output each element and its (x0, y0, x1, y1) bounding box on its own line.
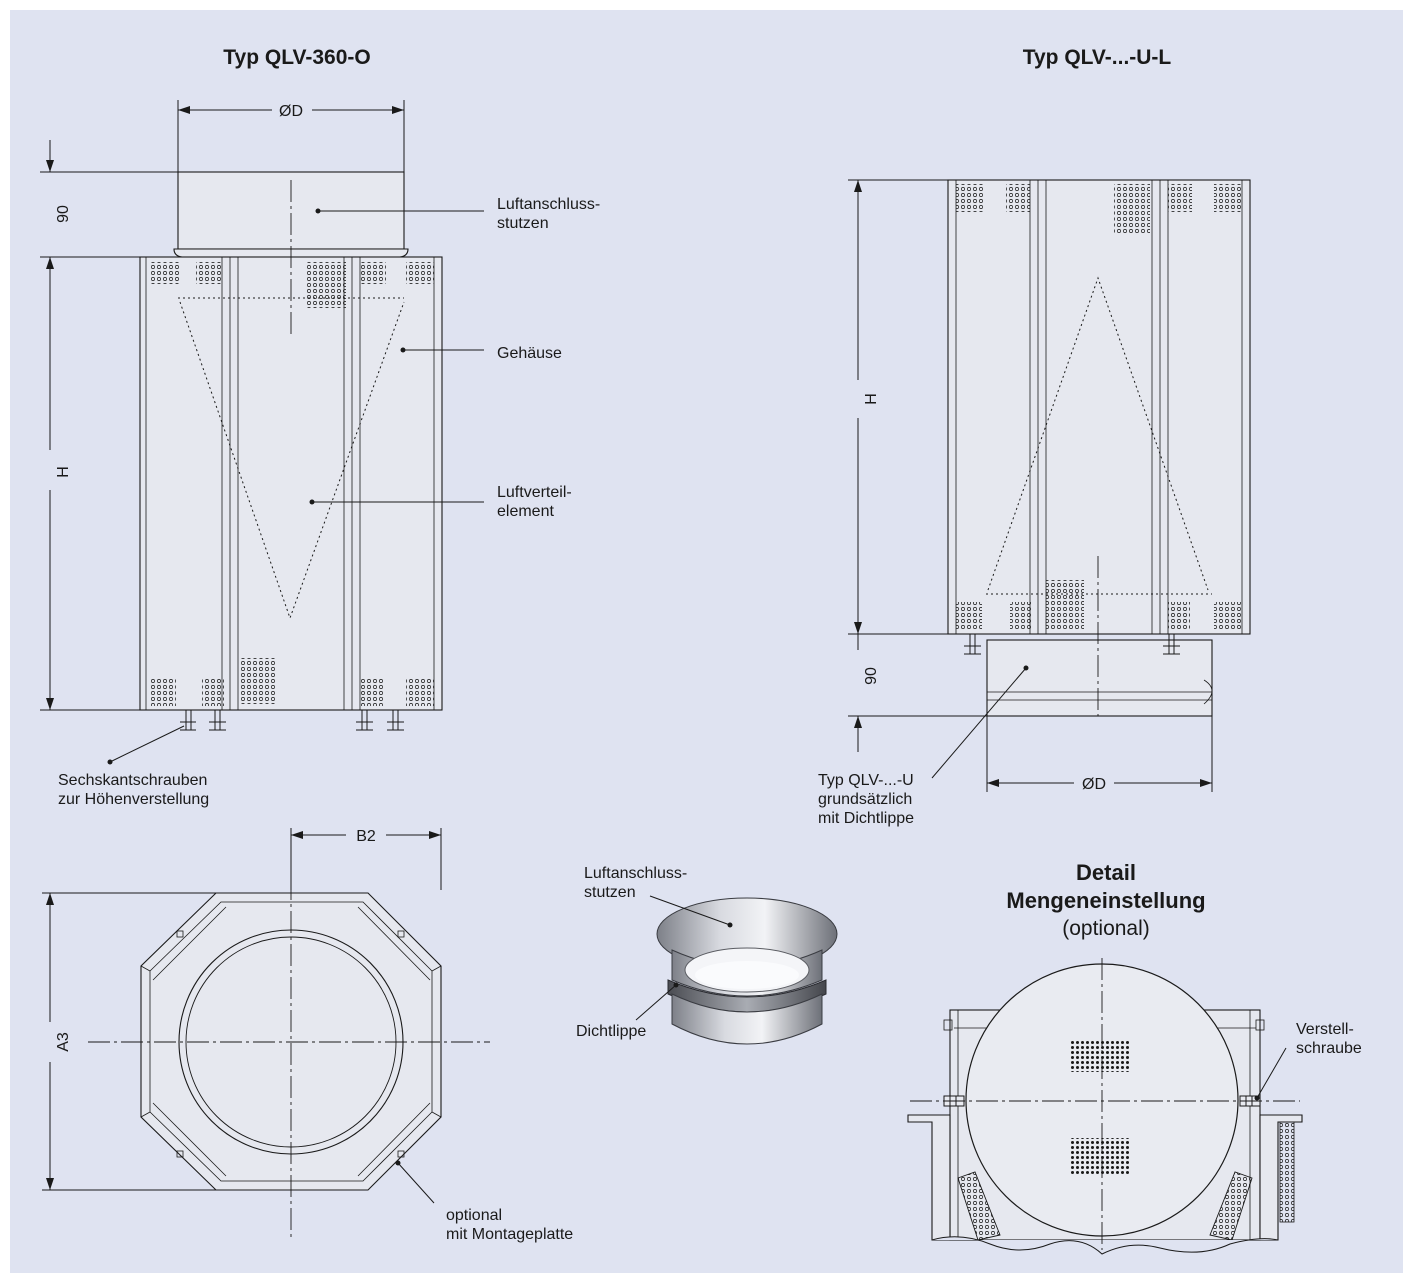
callout-lip: Dichtlippe (576, 1023, 646, 1040)
detail-title-2: Mengeneinstellung (1006, 888, 1205, 913)
dim-stub-right: 90 (863, 667, 880, 685)
stub-3d-view: Luftanschluss- stutzen Dichtlippe (576, 865, 838, 1045)
top-plan-view: B2 A3 optional mit Montag (42, 828, 573, 1243)
detail-title-1: Detail (1076, 860, 1136, 885)
callout-plate-1: optional (446, 1207, 502, 1224)
right-elevation-view: H 90 ØD (818, 179, 1251, 827)
detail-subtitle: (optional) (1062, 917, 1150, 940)
callout-stub-left-1: Luftanschluss- (497, 196, 600, 213)
callout-plate-2: mit Montageplatte (446, 1226, 573, 1243)
callout-stub-3d-1: Luftanschluss- (584, 865, 687, 882)
callout-type-2: grundsätzlich (818, 791, 912, 808)
dim-height-right: H (863, 393, 880, 405)
dim-b2: B2 (356, 828, 376, 845)
dim-stub-left: 90 (55, 205, 72, 223)
callout-screw-1: Verstell- (1296, 1021, 1354, 1038)
title-right: Typ QLV-...-U-L (1023, 46, 1172, 69)
callout-screws-2: zur Höhenverstellung (58, 791, 209, 808)
dim-a3: A3 (55, 1032, 72, 1052)
callout-element-1: Luftverteil- (497, 484, 572, 501)
callout-element-2: element (497, 503, 554, 520)
title-left: Typ QLV-360-O (223, 46, 370, 69)
dim-diameter-right: ØD (1082, 776, 1106, 793)
callout-type-1: Typ QLV-...-U (818, 772, 914, 789)
detail-volume-setting: Detail Mengeneinstellung (optional) (907, 860, 1362, 1255)
callout-type-3: mit Dichtlippe (818, 810, 914, 827)
dim-diameter-left: ØD (279, 103, 303, 120)
callout-screws-1: Sechskantschrauben (58, 772, 207, 789)
callout-housing: Gehäuse (497, 345, 562, 362)
callout-screw-2: schraube (1296, 1040, 1362, 1057)
callout-stub-left-2: stutzen (497, 215, 549, 232)
dim-height-left: H (55, 466, 72, 478)
callout-stub-3d-2: stutzen (584, 884, 636, 901)
left-elevation-view: ØD 90 H (40, 100, 600, 808)
